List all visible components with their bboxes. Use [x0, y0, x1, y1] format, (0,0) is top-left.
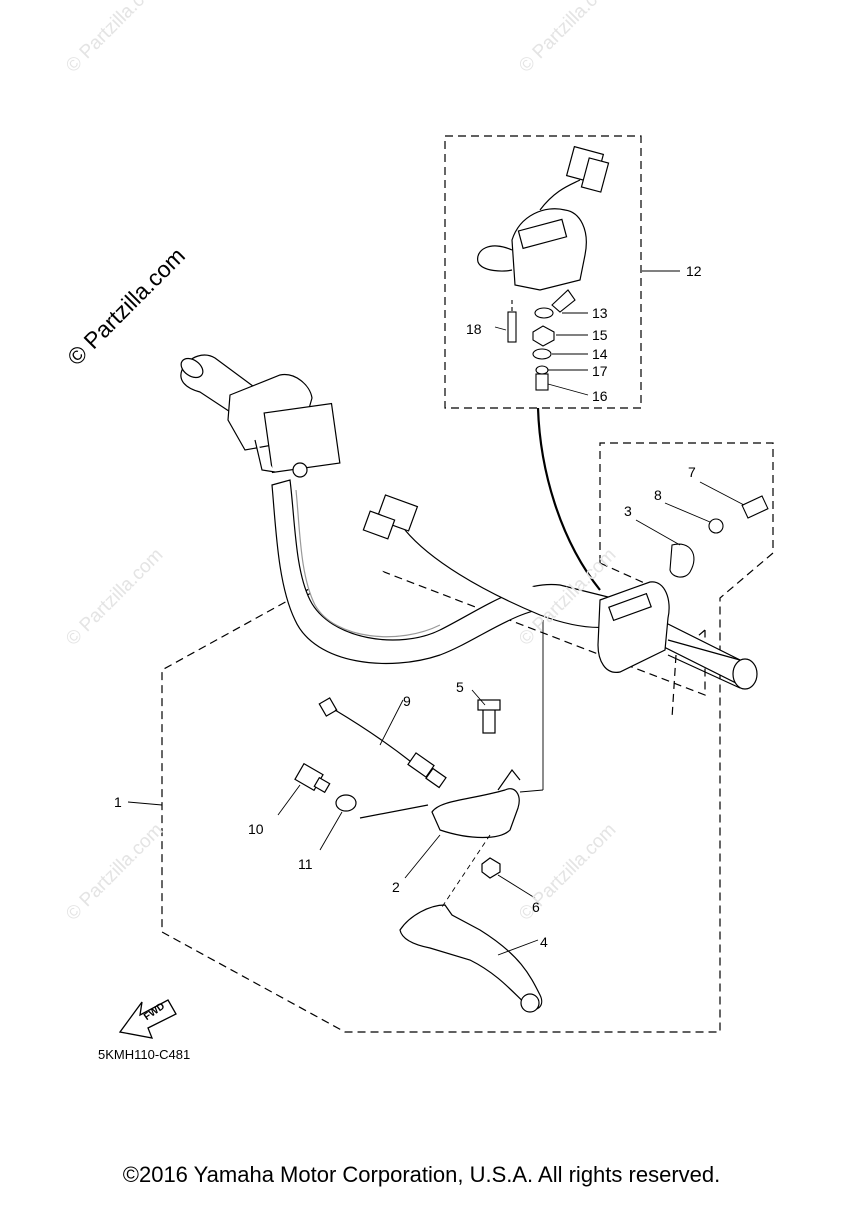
callout-3: 3 — [624, 503, 632, 519]
part-2 — [431, 788, 520, 839]
part-18 — [507, 311, 517, 343]
part-16 — [535, 373, 549, 391]
callout-12: 12 — [686, 263, 702, 279]
copyright-notice: ©2016 Yamaha Motor Corporation, U.S.A. A… — [122, 1162, 721, 1187]
part-3 — [669, 543, 695, 578]
callout-8: 8 — [654, 487, 662, 503]
callout-9: 9 — [403, 693, 411, 709]
right-switch — [597, 581, 758, 690]
top-switch — [477, 145, 610, 291]
callout-6: 6 — [532, 899, 540, 915]
part-6 — [481, 857, 501, 879]
small-hardware — [507, 289, 576, 391]
clamp-hardware — [669, 495, 769, 578]
handlebar — [271, 479, 741, 686]
callout-10: 10 — [248, 821, 264, 837]
part-13 — [534, 307, 554, 319]
fwd-arrow — [118, 999, 177, 1039]
callout-16: 16 — [592, 388, 608, 404]
callout-7: 7 — [688, 464, 696, 480]
lever-bracket — [431, 699, 521, 879]
diagram-code: 5KMH110-C481 — [98, 1047, 191, 1062]
wire-connector-left — [362, 494, 621, 629]
part-14 — [532, 348, 552, 360]
callout-18: 18 — [466, 321, 482, 337]
callout-2: 2 — [392, 879, 400, 895]
callout-13: 13 — [592, 305, 608, 321]
part-7 — [741, 495, 769, 519]
cable-9 — [318, 697, 447, 789]
callout-4: 4 — [540, 934, 548, 950]
callout-15: 15 — [592, 327, 608, 343]
callout-14: 14 — [592, 346, 608, 362]
left-grip — [180, 354, 341, 478]
switch-cable — [536, 407, 601, 591]
callout-5: 5 — [456, 679, 464, 695]
part-11 — [335, 794, 357, 812]
lever-4 — [399, 904, 543, 1013]
box-12-outline — [444, 135, 642, 409]
adjusters — [294, 762, 429, 819]
callout-11: 11 — [298, 856, 313, 872]
part-17 — [535, 365, 549, 375]
leader-lines — [127, 270, 745, 956]
callout-1: 1 — [114, 794, 122, 810]
part-15 — [532, 325, 555, 347]
part-8 — [708, 518, 724, 534]
callout-17: 17 — [592, 363, 608, 379]
box-3-outline — [161, 442, 774, 1033]
